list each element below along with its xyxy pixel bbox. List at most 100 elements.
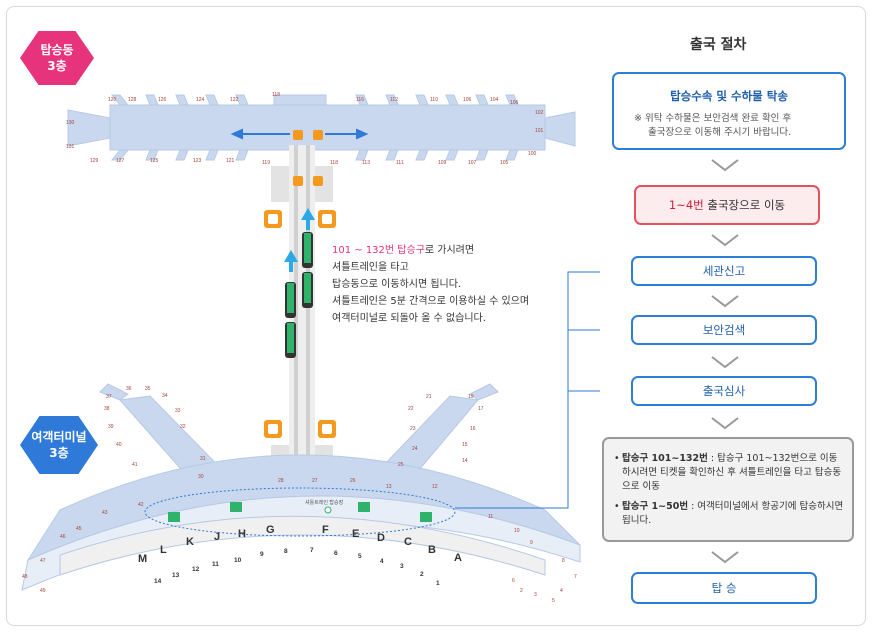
svg-text:23: 23 [410,426,416,432]
svg-text:123: 123 [193,158,202,164]
chevron-down-icon [711,295,739,308]
svg-text:100: 100 [528,151,537,157]
svg-text:4: 4 [560,588,563,594]
svg-text:125: 125 [150,158,159,164]
svg-text:116: 116 [356,97,364,103]
step-gate-info: •탑승구 101~132번 : 탑승구 101~132번으로 이동하시려면 티켓… [602,437,854,542]
svg-text:7: 7 [310,547,314,554]
concourse-direction-arrows [230,128,369,140]
svg-text:9: 9 [260,551,264,558]
svg-text:3: 3 [534,592,537,598]
step-customs: 세관신고 [631,256,817,286]
note-line-3: 탑승동으로 이동하시면 됩니다. [332,279,462,290]
svg-text:113: 113 [362,160,370,166]
svg-text:14: 14 [462,458,468,464]
svg-text:37: 37 [106,394,112,400]
svg-text:M: M [138,553,147,565]
svg-text:8: 8 [562,558,565,564]
svg-text:26: 26 [350,478,356,484]
svg-text:7: 7 [574,574,577,580]
svg-text:A: A [454,552,462,564]
gate-info-concourse-text: : 탑승구 101~132번으로 이동하시려면 티켓을 확인하신 후 셔틀트레인… [622,453,842,492]
svg-text:35: 35 [145,386,151,392]
chevron-down-icon [711,159,739,172]
svg-text:C: C [404,536,412,548]
svg-text:109: 109 [438,160,447,166]
svg-text:J: J [214,531,220,543]
svg-text:101: 101 [535,128,544,134]
chevron-down-icon [711,356,739,369]
concourse-building [67,94,576,161]
svg-text:D: D [377,532,385,544]
svg-text:112: 112 [390,97,398,103]
note-line-4: 셔틀트레인은 5분 간격으로 이용하실 수 있으며 [332,296,530,307]
passenger-terminal-building [21,383,581,591]
departure-area-outline [144,487,456,537]
svg-text:40: 40 [116,442,122,448]
note-line-2: 셔틀트레인을 타고 [332,262,409,273]
svg-text:36: 36 [126,386,132,392]
svg-text:8: 8 [284,548,288,555]
svg-text:B: B [428,544,436,556]
svg-text:24: 24 [412,446,418,452]
svg-text:K: K [186,536,194,548]
svg-text:120: 120 [108,97,117,103]
svg-text:F: F [322,524,329,536]
shuttle-note: 101 ~ 132번 탑승구로 가시려면 셔틀트레인을 타고 탑승동으로 이동하… [332,242,529,327]
svg-text:13: 13 [172,572,180,579]
svg-text:42: 42 [138,502,144,508]
svg-text:38: 38 [104,406,110,412]
svg-text:48: 48 [22,574,28,580]
svg-text:6: 6 [334,550,338,557]
svg-text:122: 122 [230,97,239,103]
svg-text:107: 107 [468,160,477,166]
svg-text:H: H [238,528,246,540]
note-line-5: 여객터미널로 되돌아 올 수 없습니다. [332,313,486,324]
departure-hall-number: 1~4번 [668,198,704,212]
svg-text:33: 33 [175,408,181,414]
svg-text:28: 28 [278,478,284,484]
step-checkin-note-1: ※ 위탁 수하물은 보안검색 완료 확인 후 [634,113,792,124]
svg-text:111: 111 [396,160,404,166]
svg-text:105: 105 [500,160,509,166]
svg-text:3: 3 [400,563,404,570]
svg-text:124: 124 [196,97,205,103]
svg-text:11: 11 [212,561,219,568]
step-checkin-title: 탑승수속 및 수하물 탁송 [670,89,788,103]
step-immigration: 출국심사 [631,376,817,406]
step-checkin: 탑승수속 및 수하물 탁송 ※ 위탁 수하물은 보안검색 완료 확인 후 출국장… [612,72,846,150]
svg-text:10: 10 [514,528,520,534]
svg-text:43: 43 [102,510,108,516]
departure-hall-label: 출국장으로 이동 [703,198,786,212]
svg-text:10: 10 [234,557,242,564]
svg-text:110: 110 [430,97,438,103]
svg-text:106: 106 [510,100,519,106]
svg-text:15: 15 [462,442,468,448]
svg-text:16: 16 [470,426,476,432]
chevron-down-icon [711,417,739,430]
svg-text:118: 118 [330,160,338,166]
chevron-down-icon [711,234,739,247]
svg-text:46: 46 [60,534,66,540]
svg-text:130: 130 [66,120,75,126]
flow-connector-lines [455,271,600,509]
svg-text:32: 32 [180,424,186,430]
svg-text:12: 12 [192,566,200,573]
svg-text:17: 17 [478,406,484,412]
svg-text:47: 47 [40,558,46,564]
svg-text:13: 13 [386,484,392,490]
shuttle-platform-label: 셔틀트레인 탑승장 [305,499,344,506]
svg-text:119: 119 [262,160,270,166]
svg-text:34: 34 [162,393,168,399]
svg-text:4: 4 [380,558,384,565]
gate-info-terminal-title: 탑승구 1~50번 [622,501,689,512]
step-checkin-note-2: 출국장으로 이동해 주시기 바랍니다. [648,127,792,138]
step-security: 보안검색 [631,315,817,345]
svg-text:22: 22 [408,406,414,412]
svg-text:21: 21 [426,394,432,400]
note-line-1: 로 가시려면 [424,245,475,256]
